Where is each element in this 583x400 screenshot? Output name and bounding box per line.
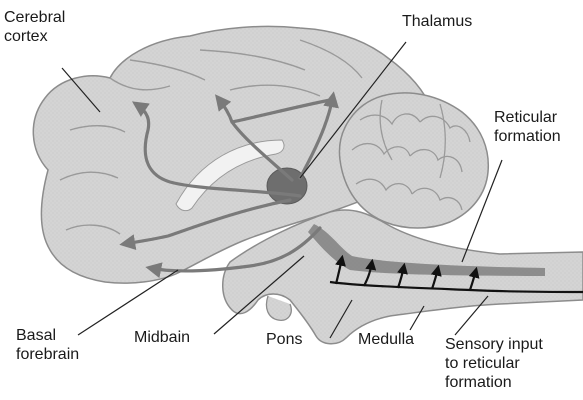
label-line: Sensory input — [445, 335, 543, 354]
label-thalamus: Thalamus — [402, 12, 472, 31]
label-line: Reticular — [494, 108, 561, 127]
brainstem-region — [223, 210, 583, 344]
label-line: Midbain — [134, 328, 190, 347]
label-line: Pons — [266, 330, 302, 349]
label-pons: Pons — [266, 330, 302, 349]
label-line: to reticular — [445, 354, 543, 373]
pituitary — [266, 296, 291, 320]
label-line: Basal — [16, 326, 79, 345]
label-line: Cerebral — [4, 8, 65, 27]
label-sensory-input: Sensory input to reticular formation — [445, 335, 543, 392]
label-line: Thalamus — [402, 12, 472, 31]
label-line: formation — [445, 373, 543, 392]
label-medulla: Medulla — [358, 330, 414, 349]
label-midbrain: Midbain — [134, 328, 190, 347]
label-basal-forebrain: Basal forebrain — [16, 326, 79, 364]
label-line: cortex — [4, 27, 65, 46]
label-line: Medulla — [358, 330, 414, 349]
label-line: formation — [494, 127, 561, 146]
label-line: forebrain — [16, 345, 79, 364]
cerebellum — [339, 93, 488, 228]
label-reticular-formation: Reticular formation — [494, 108, 561, 146]
label-cerebral-cortex: Cerebral cortex — [4, 8, 65, 46]
